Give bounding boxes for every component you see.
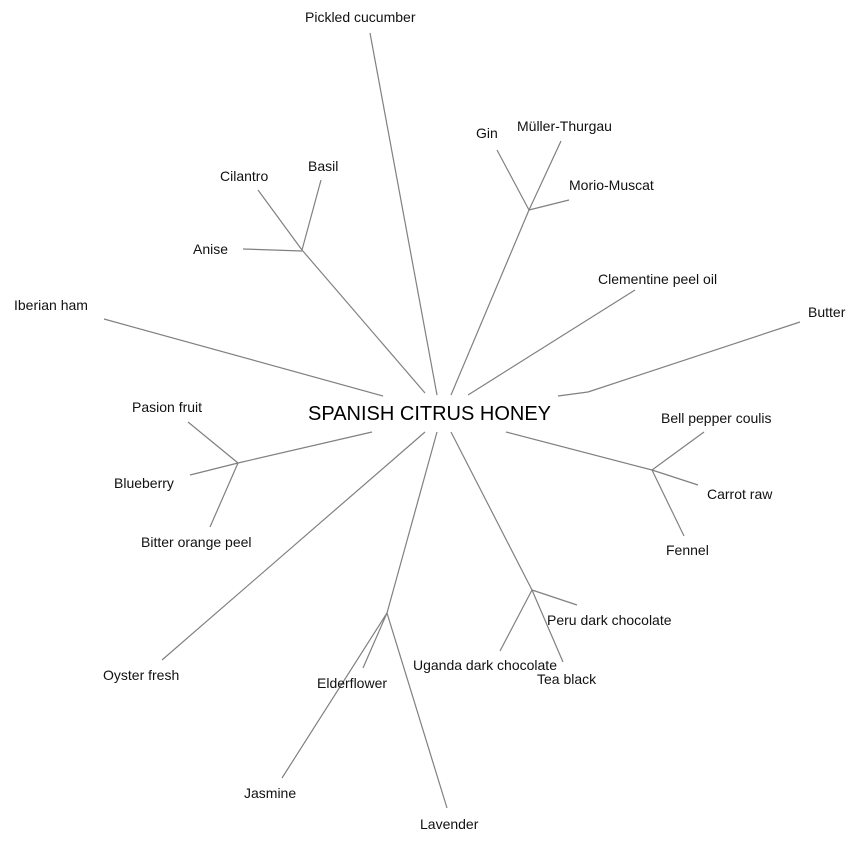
branch-cilantro <box>257 189 303 251</box>
label-oyster-fresh: Oyster fresh <box>103 667 179 683</box>
branch-oyster <box>161 431 426 661</box>
branch-bell-pepper <box>651 431 705 471</box>
branch-jasmine <box>281 612 388 779</box>
branch-basil <box>301 179 322 251</box>
branches <box>103 32 801 809</box>
branch-fennel <box>651 469 685 537</box>
branch-blueberry <box>189 462 239 476</box>
label-pickled-cucumber: Pickled cucumber <box>305 9 416 25</box>
branch-elderflower <box>362 612 388 669</box>
label-fennel: Fennel <box>666 542 709 558</box>
branch-pasion <box>187 421 239 464</box>
branch-lavender <box>386 612 448 809</box>
label-basil: Basil <box>308 158 338 174</box>
branch-vegetables <box>505 431 653 471</box>
branch-tea <box>531 589 564 663</box>
label-peru-dark-chocolate: Peru dark chocolate <box>547 612 672 628</box>
label-bitter-orange-peel: Bitter orange peel <box>141 534 252 550</box>
branch-pickled-cucumber <box>369 32 438 396</box>
label-clementine-peel-oil: Clementine peel oil <box>598 271 717 287</box>
label-gin: Gin <box>476 125 498 141</box>
branch-dark <box>450 431 533 591</box>
branch-butter-b <box>587 321 801 393</box>
label-carrot-raw: Carrot raw <box>707 486 773 502</box>
label-bell-pepper-coulis: Bell pepper coulis <box>661 410 772 426</box>
label-iberian-ham: Iberian ham <box>14 297 88 313</box>
branch-herbs <box>301 249 426 394</box>
branch-wine <box>450 209 530 396</box>
branch-morio <box>528 199 570 211</box>
label-lavender: Lavender <box>420 816 479 832</box>
label-muller-thurgau: Müller-Thurgau <box>517 118 612 134</box>
label-anise: Anise <box>193 241 228 257</box>
label-blueberry: Blueberry <box>114 475 174 491</box>
label-elderflower: Elderflower <box>317 675 387 691</box>
label-tea-black: Tea black <box>537 671 597 687</box>
label-jasmine: Jasmine <box>244 785 296 801</box>
branch-clementine <box>467 289 636 396</box>
branch-gin <box>496 149 530 211</box>
label-butter: Butter <box>808 304 846 320</box>
label-uganda-dark-chocolate: Uganda dark chocolate <box>413 657 557 673</box>
label-pasion-fruit: Pasion fruit <box>132 399 202 415</box>
label-cilantro: Cilantro <box>220 168 268 184</box>
root-label: SPANISH CITRUS HONEY <box>308 403 551 425</box>
branch-floral <box>386 431 438 614</box>
branch-butter-a <box>557 391 589 397</box>
leaf-labels: Pickled cucumber Gin Müller-Thurgau Mori… <box>14 9 846 832</box>
branch-anise <box>242 248 303 252</box>
branch-bitter-orange <box>209 462 239 528</box>
branch-uganda <box>499 589 533 652</box>
branch-peru <box>531 589 578 606</box>
label-morio-muscat: Morio-Muscat <box>569 177 654 193</box>
branch-fruits <box>237 431 373 464</box>
branch-carrot <box>651 469 699 486</box>
branch-muller <box>528 140 562 211</box>
branch-iberian-ham <box>103 318 384 397</box>
